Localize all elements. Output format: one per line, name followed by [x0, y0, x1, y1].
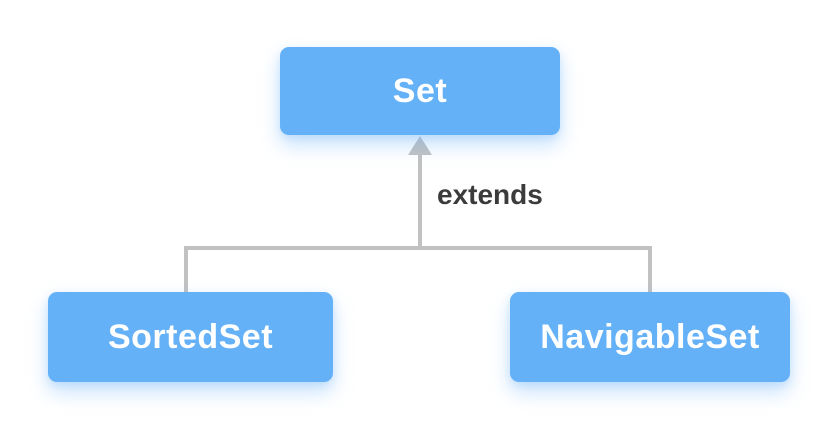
arrow-up-icon	[408, 136, 432, 155]
connector-horizontal-bar	[184, 246, 652, 250]
edge-label-extends: extends	[437, 179, 543, 210]
connector-left-drop	[184, 246, 188, 293]
connector-arrow-stem	[418, 150, 422, 248]
connector-right-drop	[648, 246, 652, 293]
node-navigableset-label: NavigableSet	[540, 317, 760, 356]
node-set-label: Set	[392, 71, 448, 110]
node-set: Set	[280, 47, 560, 135]
node-sortedset: SortedSet	[48, 292, 333, 382]
node-navigableset: NavigableSet	[510, 292, 790, 382]
node-sortedset-label: SortedSet	[107, 317, 274, 356]
